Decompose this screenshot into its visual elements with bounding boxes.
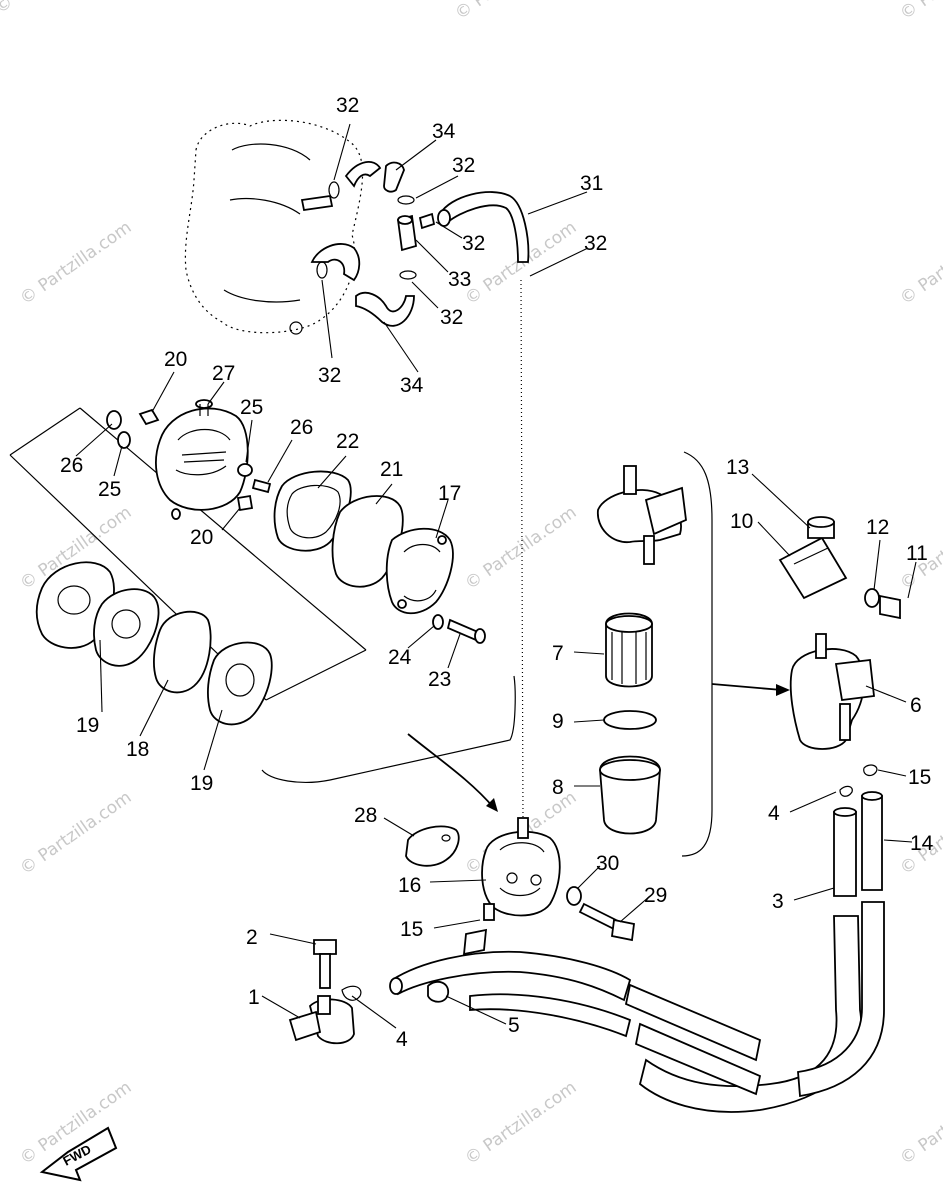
- callout-16: 16: [398, 874, 421, 897]
- callout-4: 4: [768, 802, 780, 825]
- callout-19: 19: [190, 772, 213, 795]
- callout-21: 21: [380, 458, 403, 481]
- callout-9: 9: [552, 710, 564, 733]
- callout-10: 10: [730, 510, 753, 533]
- callout-26: 26: [60, 454, 83, 477]
- callout-32: 32: [452, 154, 475, 177]
- callout-8: 8: [552, 776, 564, 799]
- leader-lines: [75, 123, 917, 1029]
- callout-18: 18: [126, 738, 149, 761]
- clip-4: [839, 785, 853, 797]
- callout-5: 5: [508, 1014, 520, 1037]
- callout-28: 28: [354, 804, 377, 827]
- callout-6: 6: [910, 694, 922, 717]
- callout-25: 25: [240, 396, 263, 419]
- callout-15: 15: [908, 766, 931, 789]
- callout-32: 32: [440, 306, 463, 329]
- callout-32: 32: [462, 232, 485, 255]
- callout-24: 24: [388, 646, 412, 669]
- callout-33: 33: [448, 268, 471, 291]
- assembly-bracket: [261, 675, 516, 783]
- callout-23: 23: [428, 668, 451, 691]
- hoses-3-14: [638, 791, 885, 1113]
- clip-15: [863, 764, 878, 777]
- arrow-head-icon: [486, 798, 498, 812]
- watermark-text: © Partzilla.com: [896, 0, 943, 24]
- callout-20: 20: [164, 348, 187, 371]
- engine-hoses: [300, 161, 436, 327]
- watermark-text: © Partzilla.com: [16, 217, 135, 309]
- callout-3: 3: [772, 890, 784, 913]
- callout-1: 1: [248, 986, 260, 1009]
- callout-34: 34: [432, 120, 456, 143]
- fuel-pump-16: [405, 817, 635, 942]
- callout-22: 22: [336, 430, 359, 453]
- fwd-arrow-icon: FWD: [39, 1126, 118, 1182]
- callout-19: 19: [76, 714, 99, 737]
- engine-outline: [184, 119, 364, 335]
- callout-32: 32: [584, 232, 607, 255]
- callout-30: 30: [596, 852, 619, 875]
- callout-4: 4: [396, 1028, 408, 1051]
- callout-13: 13: [726, 456, 749, 479]
- watermark-text: © Partzilla.com: [896, 217, 943, 309]
- callout-32: 32: [336, 94, 359, 117]
- watermark-text: © Partzilla.com: [896, 1077, 943, 1169]
- watermark-text: © Partzilla.com: [461, 502, 580, 594]
- callout-31: 31: [580, 172, 603, 195]
- filter-exploded-view: [597, 451, 713, 857]
- watermark-text: © Partzilla.com: [0, 0, 110, 18]
- watermark-text: © Partzilla.com: [451, 0, 570, 24]
- assembly-arrow: [407, 733, 495, 809]
- callout-25: 25: [98, 478, 121, 501]
- bracket-right: [681, 451, 713, 857]
- callout-15: 15: [400, 918, 423, 941]
- callout-labels: 32 34 32 31 32 32 33 32 32 34 20 27 25 2…: [60, 94, 934, 1051]
- callout-7: 7: [552, 642, 564, 665]
- filter-arrow: [711, 683, 783, 691]
- callout-26: 26: [290, 416, 313, 439]
- callout-27: 27: [212, 362, 235, 385]
- pump-exploded-view: [9, 399, 486, 726]
- watermark-text: © Partzilla.com: [461, 1077, 580, 1169]
- callout-17: 17: [438, 482, 461, 505]
- fuel-filter-6: [778, 516, 901, 750]
- callout-12: 12: [866, 516, 889, 539]
- callout-2: 2: [246, 926, 258, 949]
- fuel-joint-1: [288, 939, 449, 1045]
- bottom-hoses: [389, 928, 762, 1096]
- hose-31: [437, 191, 530, 263]
- callout-34: 34: [400, 374, 424, 397]
- callout-29: 29: [644, 884, 667, 907]
- callout-32: 32: [318, 364, 341, 387]
- callout-14: 14: [910, 832, 934, 855]
- arrow-head-icon: [776, 684, 790, 696]
- callout-11: 11: [906, 542, 928, 565]
- watermark-text: © Partzilla.com: [16, 787, 135, 879]
- callout-20: 20: [190, 526, 213, 549]
